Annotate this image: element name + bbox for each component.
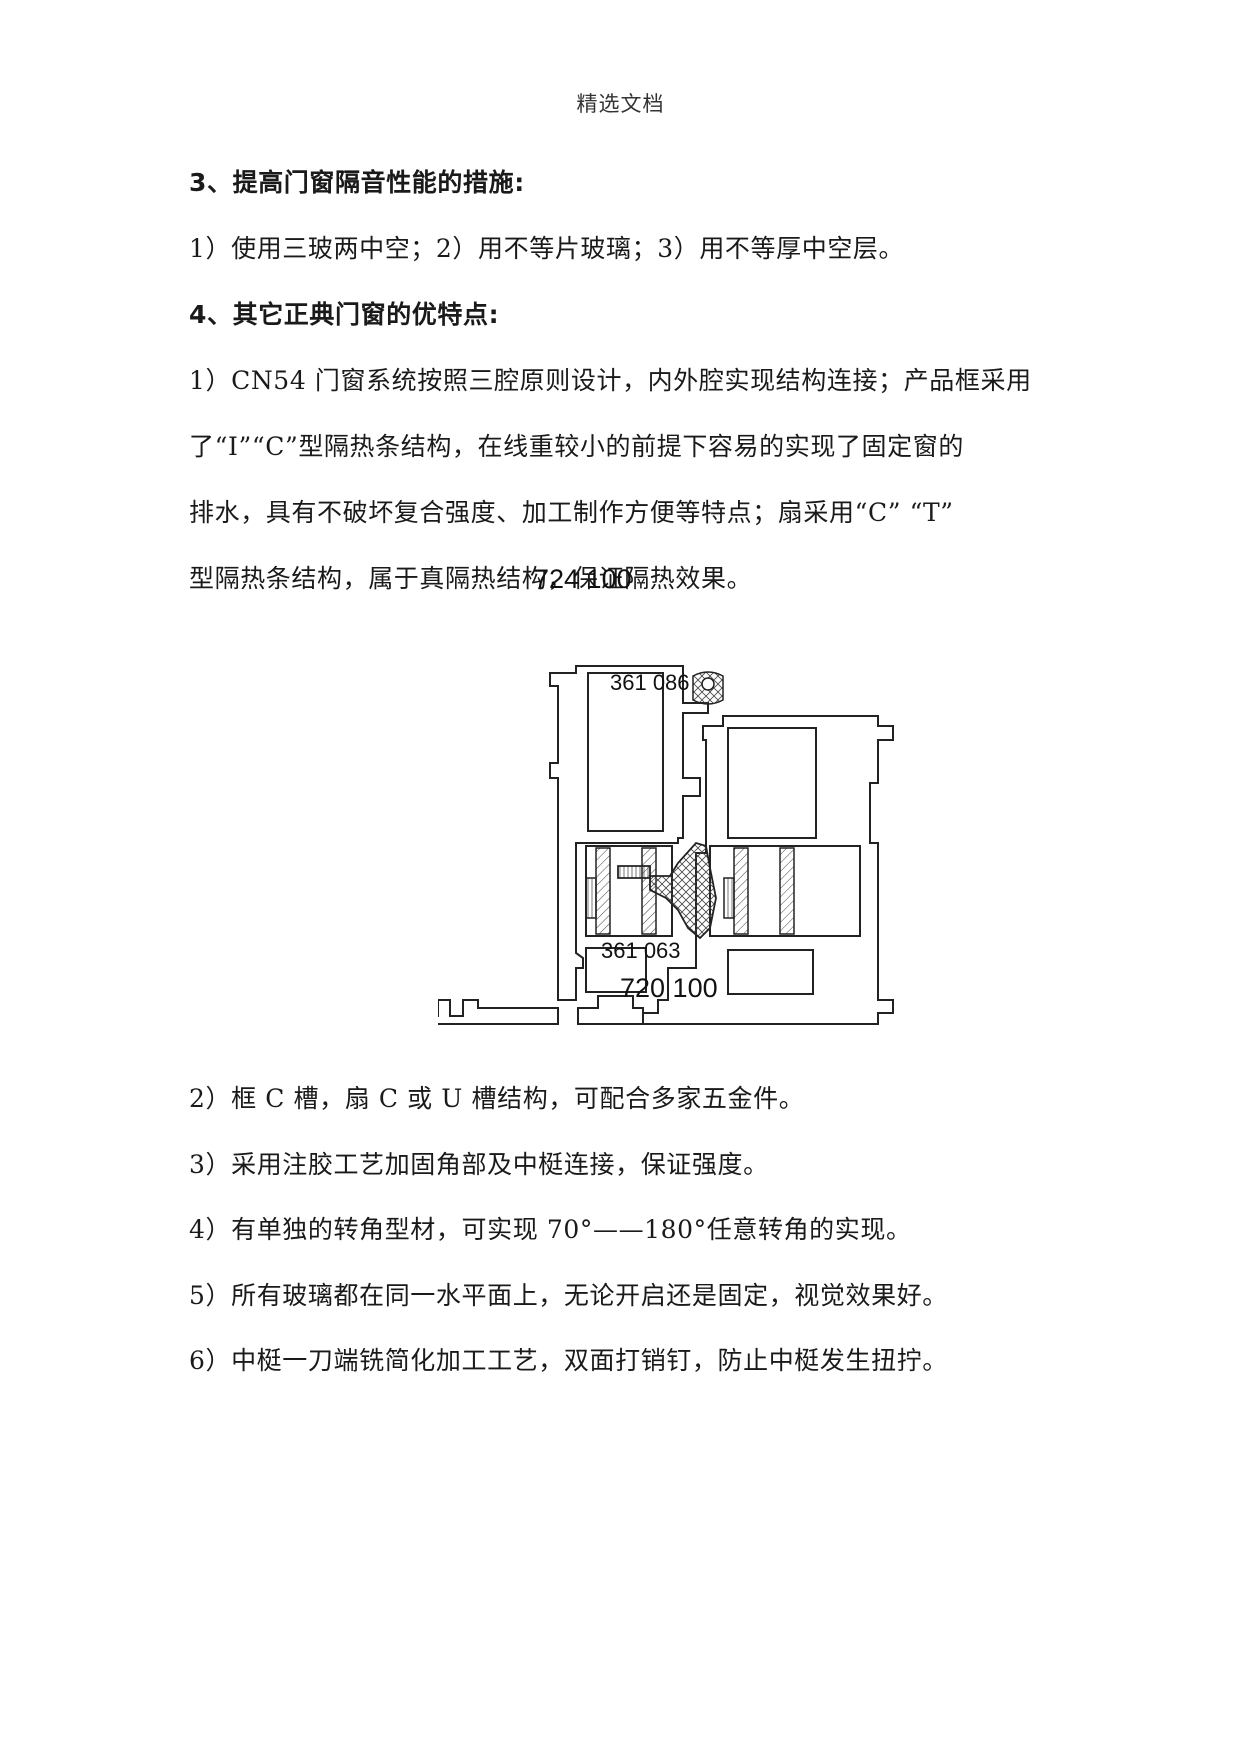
page-header: 精选文档	[576, 92, 665, 116]
window-profile-cross-section: 724 100 361 086 361 063 720 100	[392, 564, 950, 1060]
section-4-paragraph-line-4: 型隔热条结构，属于真隔热结构，保证隔热效果。	[189, 564, 753, 593]
section-3-heading: 3、提高门窗隔音性能的措施:	[189, 168, 525, 197]
list-item-5: 5）所有玻璃都在同一水平面上，无论开启还是固定，视觉效果好。	[189, 1281, 948, 1310]
list-item-4: 4）有单独的转角型材，可实现 70°——180°任意转角的实现。	[189, 1215, 912, 1244]
list-item-6: 6）中梃一刀端铣简化加工工艺，双面打销钉，防止中梃发生扭拧。	[189, 1346, 948, 1375]
label-top-profile: 724 100	[534, 564, 632, 594]
section-4-heading: 4、其它正典门窗的优特点:	[189, 300, 500, 329]
list-item-2: 2）框 C 槽，扇 C 或 U 槽结构，可配合多家五金件。	[189, 1084, 805, 1113]
section-4-paragraph-line-3: 排水，具有不破坏复合强度、加工制作方便等特点；扇采用“C” “T”	[189, 498, 954, 527]
label-gasket-bottom: 361 063	[601, 938, 681, 963]
section-4-paragraph-line-1: 1）CN54 门窗系统按照三腔原则设计，内外腔实现结构连接；产品框采用	[189, 366, 1032, 395]
label-bottom-profile: 720 100	[620, 973, 718, 1003]
label-gasket-top-text: 361 086	[610, 670, 690, 695]
section-3-text: 1）使用三玻两中空；2）用不等片玻璃；3）用不等厚中空层。	[189, 234, 905, 263]
list-item-3: 3）采用注胶工艺加固角部及中梃连接，保证强度。	[189, 1150, 769, 1179]
section-4-paragraph-line-2: 了“I”“C”型隔热条结构，在线重较小的前提下容易的实现了固定窗的	[189, 432, 964, 461]
